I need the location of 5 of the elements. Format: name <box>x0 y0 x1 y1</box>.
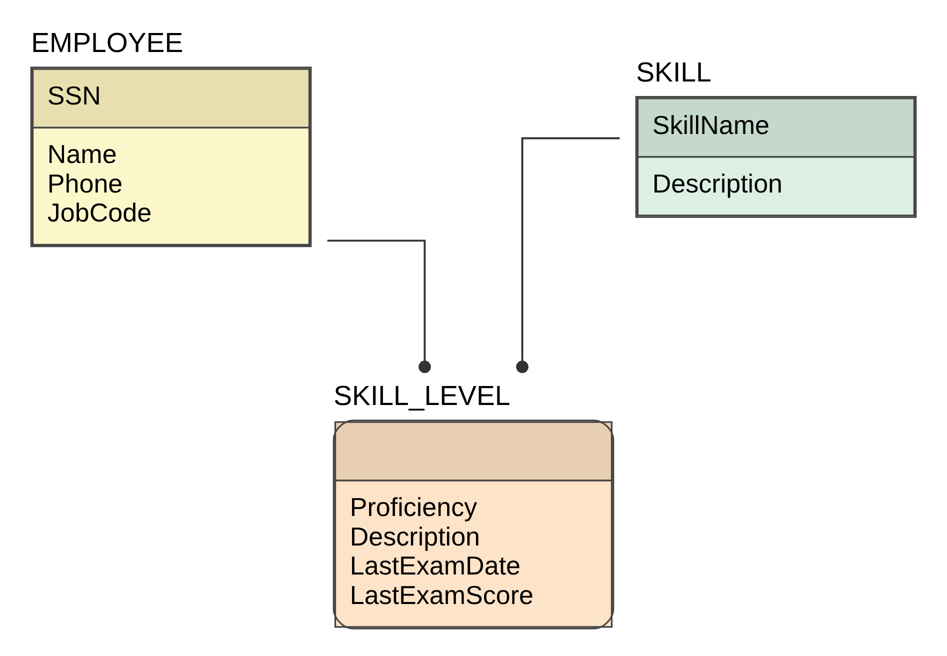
node-label: SKILL <box>636 56 712 87</box>
node-label: SKILL_LEVEL <box>334 380 510 411</box>
node-label: EMPLOYEE <box>31 26 184 58</box>
connector <box>516 136 620 373</box>
connector <box>327 239 431 373</box>
